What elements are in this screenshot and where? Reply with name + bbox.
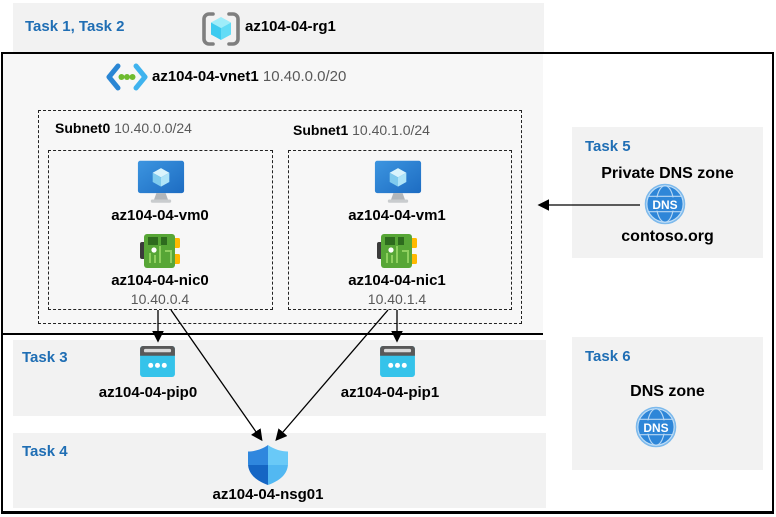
vm1-icon (374, 160, 422, 203)
vnet-title: az104-04-vnet1 10.40.0.0/20 (152, 68, 346, 85)
dns-zone-icon-text: DNS (643, 421, 668, 435)
vnet-container (3, 54, 543, 335)
resource-group-name: az104-04-rg1 (245, 18, 336, 35)
task-1-2-label: Task 1, Task 2 (25, 18, 125, 35)
nsg-shield-icon (248, 445, 288, 485)
virtual-network-icon (106, 63, 148, 91)
pip0-icon (140, 346, 175, 377)
subnet1-cidr: 10.40.1.0/24 (352, 122, 430, 138)
vm1-label: az104-04-vm1 (348, 207, 446, 224)
resource-group-icon (202, 12, 240, 46)
task5-label: Task 5 (585, 138, 631, 155)
task5-box: Task 5 Private DNS zone DNS contoso.org (572, 127, 763, 258)
task3-band: Task 3 (13, 340, 546, 416)
header-band: Task 1, Task 2 az104-04-rg1 (13, 3, 544, 52)
vnet-name: az104-04-vnet1 (152, 68, 259, 85)
private-dns-icon-text: DNS (652, 198, 677, 212)
subnet0-title: Subnet0 10.40.0.0/24 (55, 120, 192, 136)
subnet0-box (48, 150, 273, 310)
task6-box: Task 6 DNS zone DNS (572, 337, 763, 470)
pip0-label: az104-04-pip0 (98, 384, 198, 401)
nsg-label: az104-04-nsg01 (212, 486, 324, 503)
pip1-icon (380, 346, 415, 377)
pip1-label: az104-04-pip1 (340, 384, 440, 401)
private-dns-zone-name: contoso.org (621, 228, 714, 245)
subnet1-name: Subnet1 (293, 122, 349, 138)
subnet1-title: Subnet1 10.40.1.0/24 (293, 122, 430, 138)
task6-label: Task 6 (585, 348, 631, 365)
vnet-cidr: 10.40.0.0/20 (262, 68, 347, 85)
dns-zone-icon: DNS (635, 406, 677, 448)
subnet0-cidr: 10.40.0.0/24 (114, 120, 192, 136)
subnet0-name: Subnet0 (55, 120, 111, 136)
task3-label: Task 3 (22, 349, 68, 366)
vm0-label: az104-04-vm0 (111, 207, 209, 224)
nic1-icon (377, 234, 417, 268)
subnet1-box (288, 150, 512, 310)
private-dns-zone-title: Private DNS zone (601, 165, 734, 182)
nic1-label: az104-04-nic1 (348, 272, 446, 289)
nic1-ip: 10.40.1.4 (367, 291, 427, 307)
vm0-icon (137, 160, 185, 203)
task4-label: Task 4 (22, 443, 68, 460)
nic0-label: az104-04-nic0 (111, 272, 209, 289)
nic0-ip: 10.40.0.4 (130, 291, 190, 307)
nic0-icon (140, 234, 180, 268)
dns-zone-title: DNS zone (630, 383, 705, 400)
private-dns-icon: DNS (644, 183, 686, 225)
